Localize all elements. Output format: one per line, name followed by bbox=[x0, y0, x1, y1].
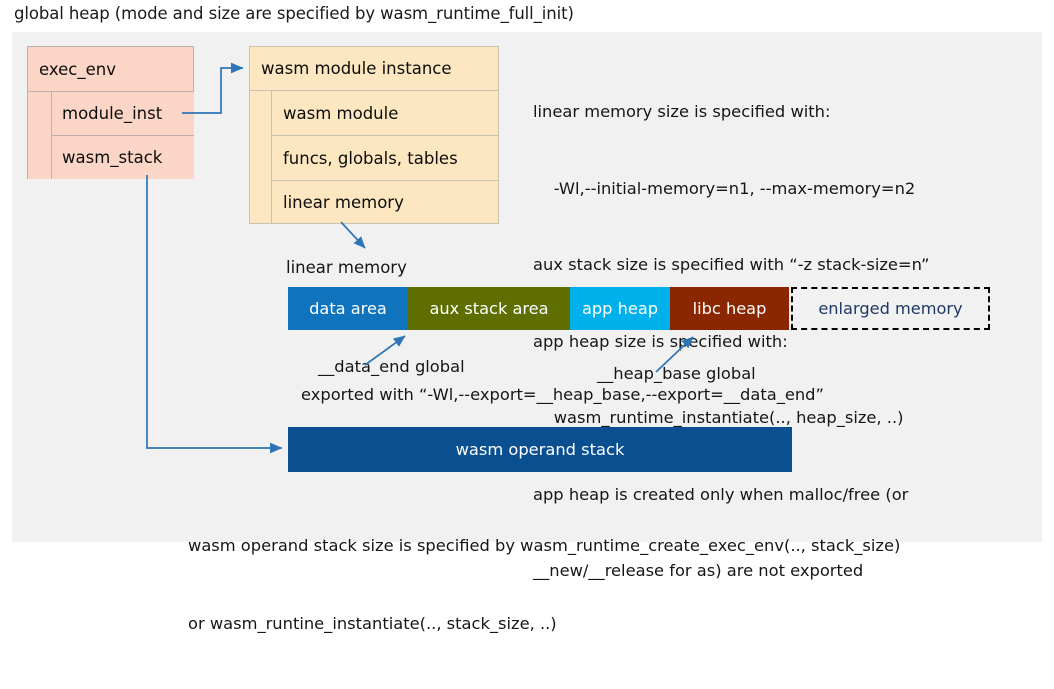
segment-data-area: data area bbox=[288, 287, 408, 330]
exec-env-field-module-inst: module_inst bbox=[52, 92, 194, 136]
annotation-exported-with: exported with “-Wl,--export=__heap_base,… bbox=[301, 385, 824, 404]
segment-libc-heap: libc heap bbox=[670, 287, 789, 330]
operand-stack-note-line-1: wasm operand stack size is specified by … bbox=[188, 536, 901, 555]
exec-env-field-wasm-stack: wasm_stack bbox=[52, 136, 194, 179]
note-line-3: aux stack size is specified with “-z sta… bbox=[533, 255, 930, 274]
wasm-operand-stack-box: wasm operand stack bbox=[288, 427, 792, 472]
note-line-1: linear memory size is specified with: bbox=[533, 102, 831, 121]
note-line-4: app heap size is specified with: bbox=[533, 331, 788, 351]
module-instance-field-linear-memory: linear memory bbox=[283, 192, 404, 212]
module-instance-indent-column bbox=[250, 91, 272, 223]
segment-enlarged-memory: enlarged memory bbox=[791, 287, 990, 330]
note-line-5: wasm_runtime_instantiate(.., heap_size, … bbox=[533, 408, 904, 427]
note-line-2: -Wl,--initial-memory=n1, --max-memory=n2 bbox=[533, 178, 916, 198]
memory-config-notes: linear memory size is specified with: -W… bbox=[533, 48, 1033, 635]
annotation-heap-base: __heap_base global bbox=[597, 364, 756, 383]
page-title: global heap (mode and size are specified… bbox=[14, 4, 574, 23]
note-line-6: app heap is created only when malloc/fre… bbox=[533, 484, 909, 504]
operand-stack-note-line-2: or wasm_runtine_instantiate(.., stack_si… bbox=[188, 614, 557, 633]
exec-env-header: exec_env bbox=[28, 47, 193, 92]
exec-env-box: exec_env module_inst wasm_stack bbox=[27, 46, 194, 179]
module-instance-field-wasm-module: wasm module bbox=[272, 91, 498, 136]
exec-env-indent-column bbox=[28, 92, 52, 179]
wasm-module-instance-box: wasm module instance wasm module funcs, … bbox=[249, 46, 499, 224]
module-instance-field-funcs-globals-tables: funcs, globals, tables bbox=[272, 136, 498, 181]
linear-memory-bar-label: linear memory bbox=[286, 258, 407, 277]
operand-stack-note: wasm operand stack size is specified by … bbox=[188, 481, 900, 689]
segment-app-heap: app heap bbox=[570, 287, 670, 330]
annotation-data-end: __data_end global bbox=[318, 357, 465, 376]
wasm-module-instance-header: wasm module instance bbox=[250, 47, 498, 91]
segment-aux-stack-area: aux stack area bbox=[408, 287, 570, 330]
diagram-root: global heap (mode and size are specified… bbox=[12, 4, 1042, 633]
